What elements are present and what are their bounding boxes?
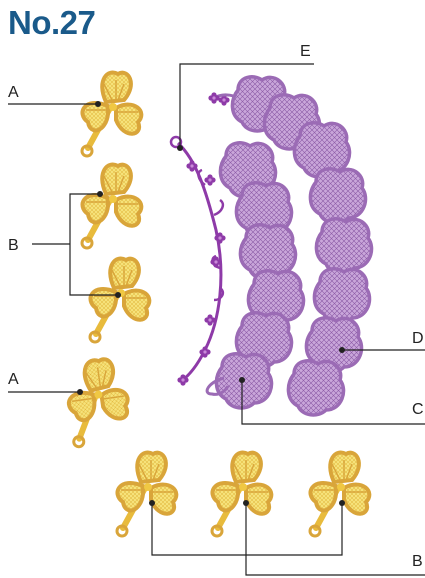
clover-motif-b2 [90, 258, 149, 342]
callout-b2: B [149, 500, 425, 575]
label-b2: B [412, 553, 423, 570]
label-a1: A [8, 84, 19, 101]
callout-a1: A [8, 84, 101, 107]
label-a2: A [8, 371, 19, 388]
clover-motif-a2 [63, 356, 133, 447]
clover-motif-b3 [117, 452, 176, 536]
label-e: E [300, 43, 311, 60]
label-c: C [412, 401, 424, 418]
clover-motif-b1 [82, 164, 141, 248]
label-b1: B [8, 237, 19, 254]
clover-motif-b5 [310, 452, 369, 536]
label-d: D [412, 330, 424, 347]
clover-motif-b4 [212, 452, 271, 536]
callout-a2: A [8, 371, 83, 395]
clover-motif-a1 [82, 72, 141, 156]
